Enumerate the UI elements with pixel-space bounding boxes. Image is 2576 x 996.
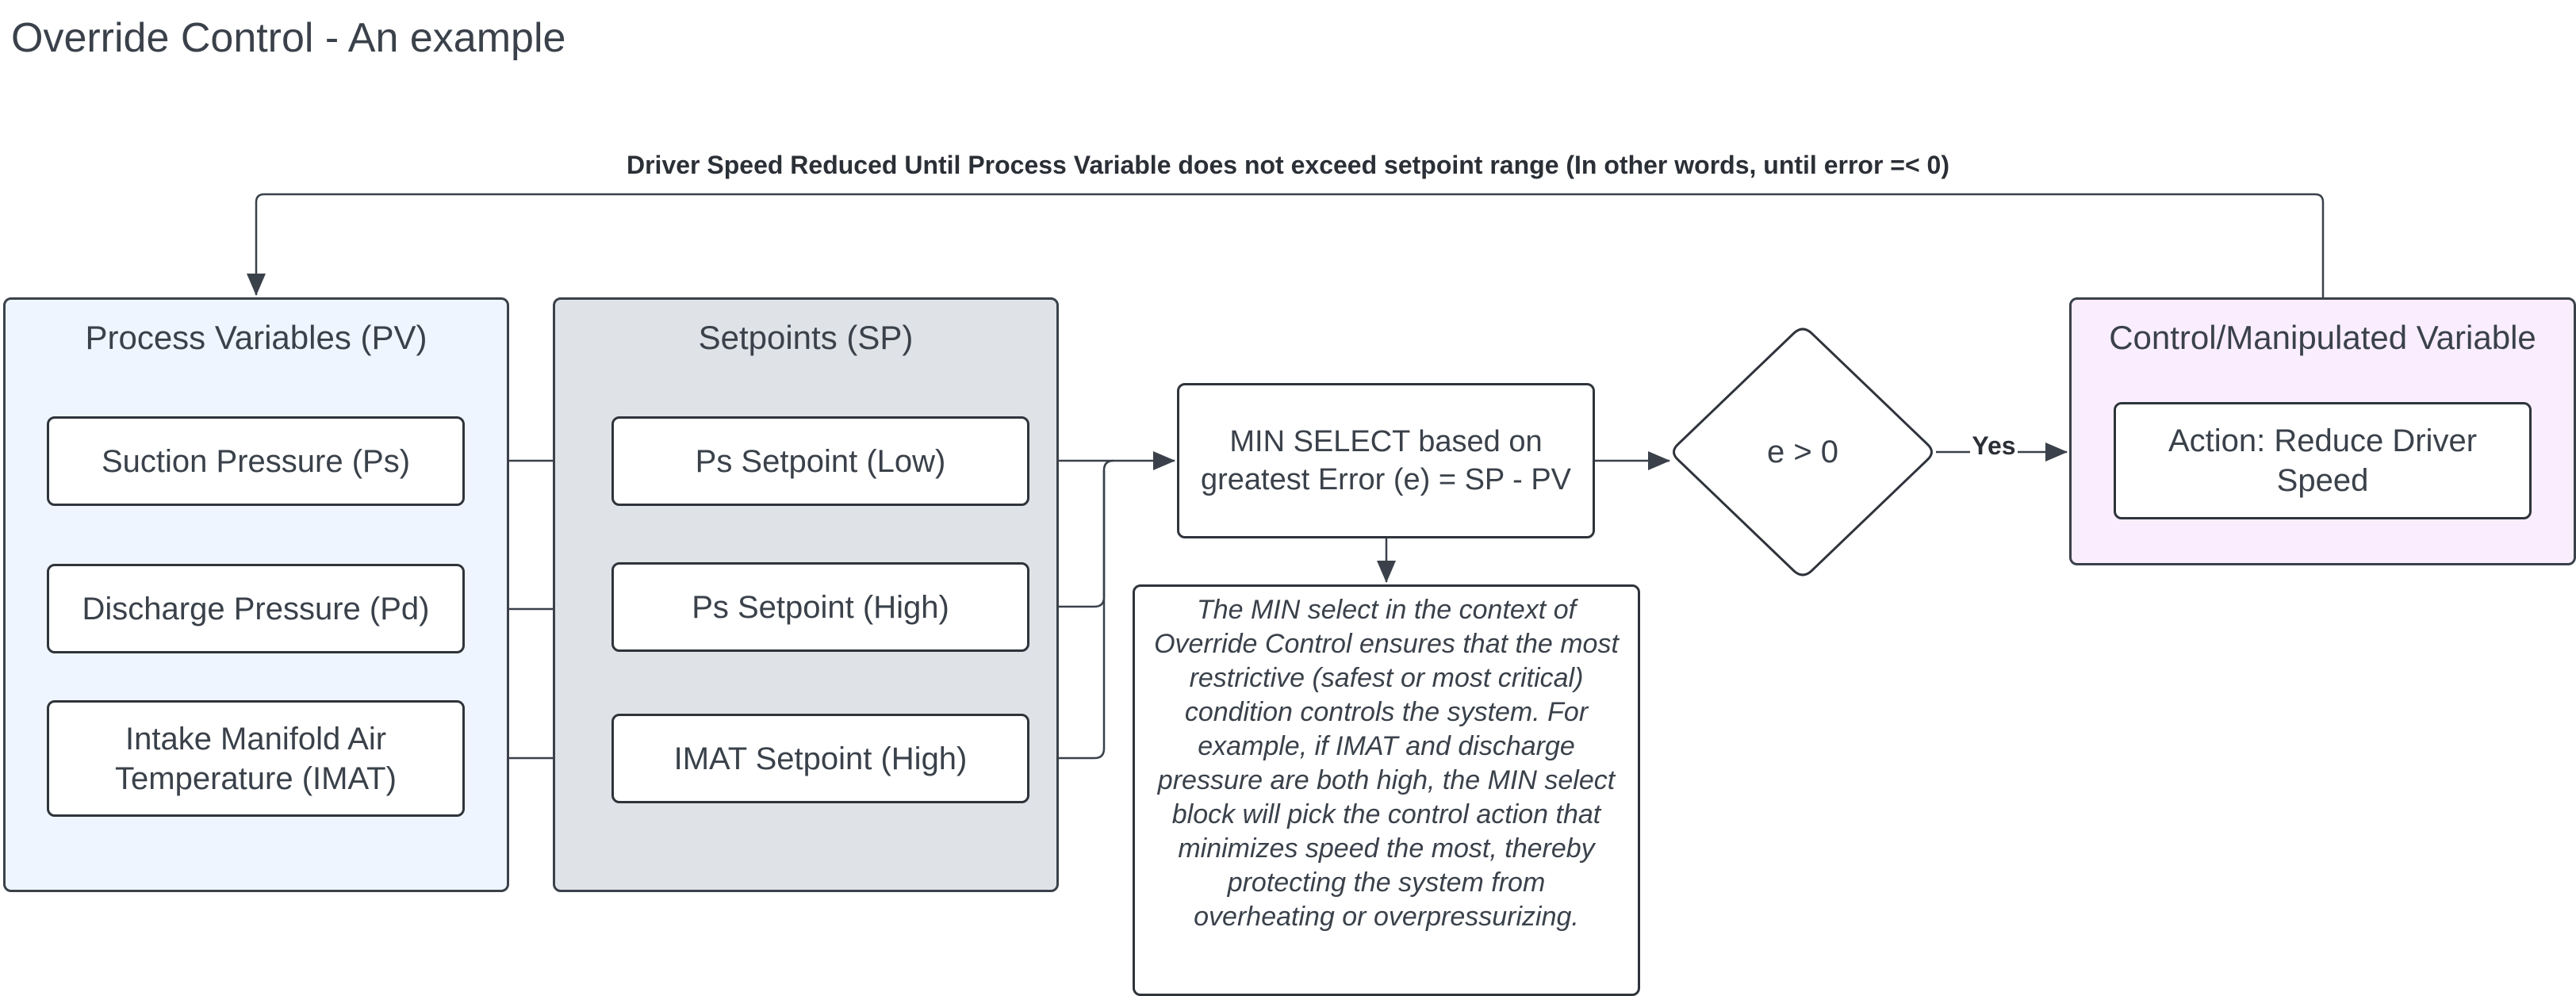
imat-label: Intake Manifold Air Temperature (IMAT) <box>115 721 397 796</box>
decision-label: e > 0 <box>1766 434 1839 469</box>
yes-label: Yes <box>1970 431 2018 461</box>
feedback-loop-label: Driver Speed Reduced Until Process Varia… <box>626 151 1949 179</box>
ps-setpoint-high-box: Ps Setpoint (High) <box>611 562 1029 652</box>
ps-setpoint-low-box: Ps Setpoint (Low) <box>611 416 1029 506</box>
decision-diamond <box>1673 328 1933 577</box>
min-select-note: The MIN select in the context of Overrid… <box>1133 584 1640 996</box>
min-select-label: MIN SELECT based on greatest Error (e) =… <box>1200 425 1572 496</box>
min-select-note-text: The MIN select in the context of Overrid… <box>1154 595 1619 932</box>
imat-setpoint-high-box: IMAT Setpoint (High) <box>611 714 1029 803</box>
arrow-imsp-to-min <box>1029 470 1106 760</box>
setpoints-header: Setpoints (SP) <box>698 319 914 356</box>
reduce-driver-speed-box: Action: Reduce Driver Speed <box>2114 402 2532 519</box>
process-variables-header: Process Variables (PV) <box>85 319 427 356</box>
feedback-loop-arrow <box>247 193 2325 297</box>
min-select-box: MIN SELECT based on greatest Error (e) =… <box>1177 383 1595 538</box>
imat-box: Intake Manifold Air Temperature (IMAT) <box>47 700 465 817</box>
diagram-title: Override Control - An example <box>11 15 566 61</box>
reduce-driver-speed-label: Action: Reduce Driver Speed <box>2168 423 2478 498</box>
suction-pressure-box: Suction Pressure (Ps) <box>47 416 465 506</box>
control-variable-header: Control/Manipulated Variable <box>2109 319 2536 356</box>
discharge-pressure-box: Discharge Pressure (Pd) <box>47 564 465 653</box>
